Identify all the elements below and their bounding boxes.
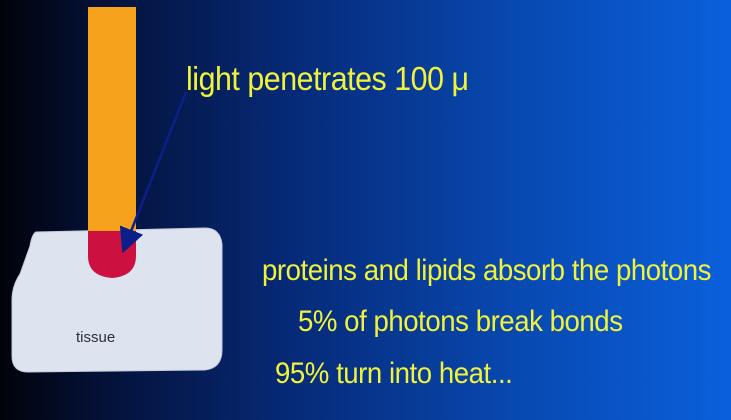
light-beam — [88, 7, 136, 231]
note-absorb: proteins and lipids absorb the photons — [262, 254, 711, 287]
tissue-label: tissue — [76, 329, 116, 346]
beam-caption: light penetrates 100 μ — [186, 60, 469, 97]
caption-arrow — [119, 91, 188, 254]
note-break-bonds: 5% of photons break bonds — [298, 305, 623, 338]
note-heat: 95% turn into heat... — [275, 357, 513, 390]
tissue-block — [11, 227, 223, 373]
